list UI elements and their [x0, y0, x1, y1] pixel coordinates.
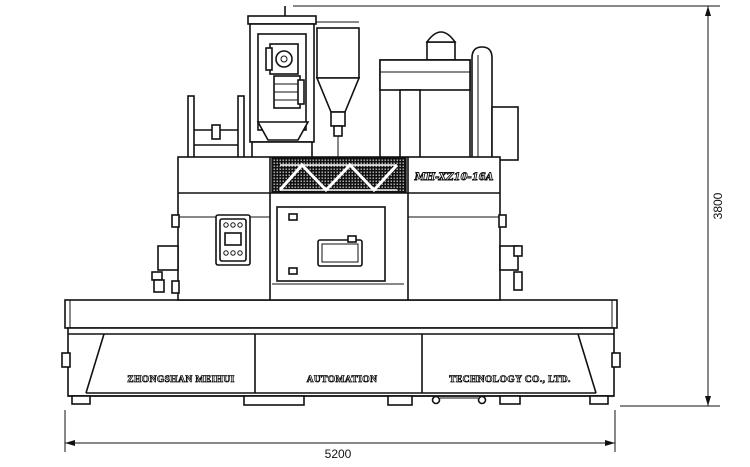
- control-panel: [215, 214, 251, 266]
- company-name-part1: ZHONGSHAN MEIHUI: [127, 375, 234, 385]
- motor-tower: [247, 6, 317, 161]
- height-dimension: 3800: [293, 5, 725, 407]
- front-door: [272, 206, 404, 285]
- cyclone-hopper: [309, 21, 361, 160]
- width-dimension: 5200: [64, 410, 616, 461]
- company-name-part3: TECHNOLOGY CO., LTD.: [449, 375, 571, 385]
- guard-rail: [187, 95, 245, 161]
- base-frame: [61, 299, 621, 406]
- vent-grill: [271, 157, 407, 193]
- width-dimension-label: 5200: [325, 447, 352, 461]
- height-dimension-label: 3800: [711, 192, 725, 219]
- company-name-part2: AUTOMATION: [307, 375, 378, 385]
- model-label: MH-XZ10-16A: [414, 172, 494, 183]
- right-ducting: [379, 31, 519, 161]
